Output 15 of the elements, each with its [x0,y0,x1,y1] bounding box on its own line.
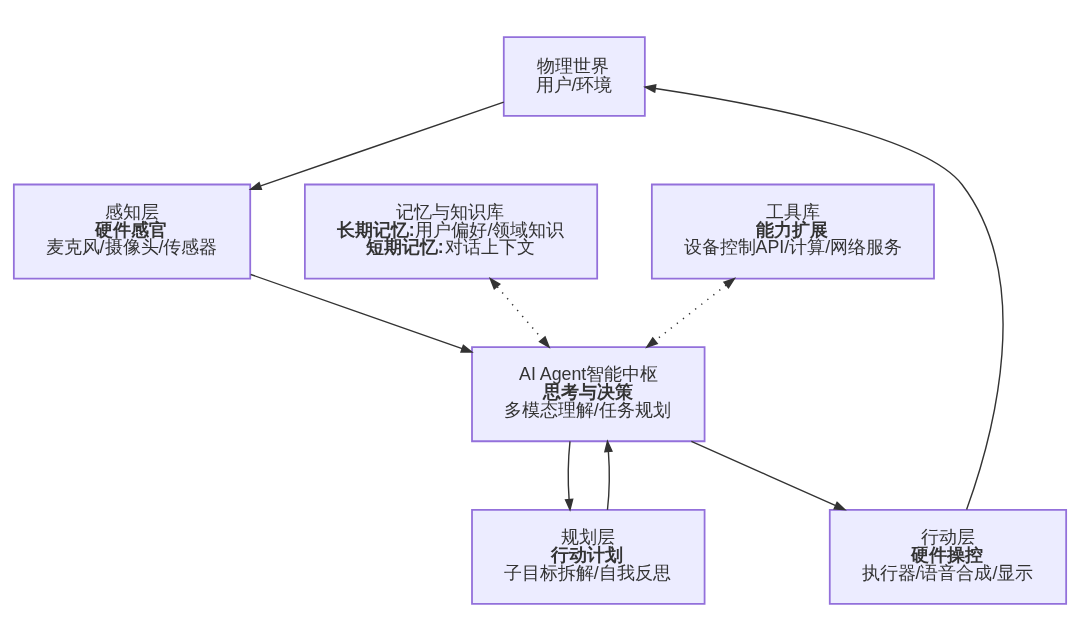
arrow [603,438,613,510]
node-box: 感知层 硬件感官 麦克风/摄像头/传感器 [12,183,252,279]
arrow [643,83,1004,510]
node-box: 物理世界 用户/环境 [502,35,646,117]
node-box: 规划层 行动计划 子目标拆解/自我反思 [471,508,706,605]
node-box: 工具库 能力扩展 设备控制API/计算/网络服务 [650,183,935,279]
arrow [564,440,574,512]
arrow [645,276,737,348]
node-box: 记忆与知识库 长期记忆:用户偏好/领域知识 短期记忆:对话上下文 [304,183,599,279]
node-box: AI Agent智能中枢 思考与决策 多模态理解/任务规划 [471,345,706,442]
arrow [488,276,551,349]
arrow [690,440,847,511]
node-box: 行动层 硬件操控 执行器/语音合成/显示 [828,508,1068,605]
arrow [250,273,474,353]
arrow [248,100,505,190]
